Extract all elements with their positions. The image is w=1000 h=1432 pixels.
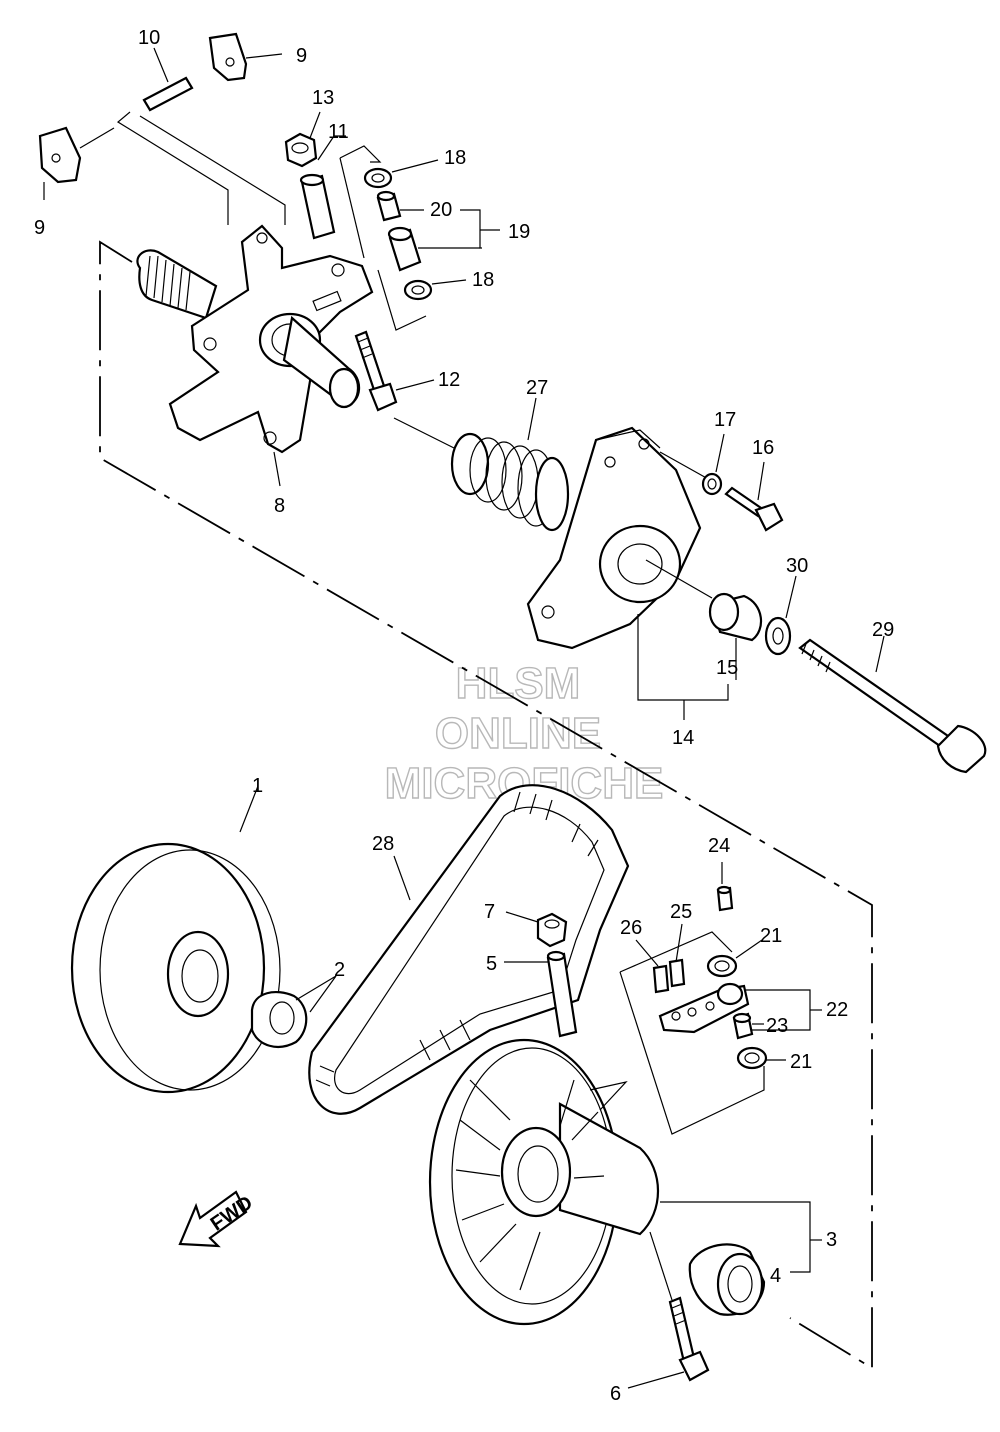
part-14-cover — [526, 426, 729, 720]
part-10-pin — [142, 47, 194, 112]
callout-20: 20 — [430, 199, 452, 221]
callout-25: 25 — [670, 901, 692, 923]
callout-4: 4 — [770, 1265, 781, 1287]
callout-6: 6 — [610, 1383, 621, 1405]
part-7-nut — [505, 911, 568, 948]
assembly-boundary — [99, 111, 873, 1370]
part-13-nut — [284, 111, 321, 168]
callout-12: 12 — [438, 369, 460, 391]
callout-11: 11 — [328, 121, 349, 143]
watermark-line-2: ONLINE — [435, 709, 601, 758]
part-27-spring — [450, 397, 570, 532]
part-22-plate — [658, 982, 822, 1034]
callout-29: 29 — [872, 619, 894, 641]
part-16-bolt — [724, 461, 784, 532]
fwd-direction-arrow: FWD — [178, 1190, 257, 1248]
part-9-upper-weight — [208, 32, 283, 82]
part-18-washer-lower — [403, 279, 467, 301]
callout-18-upper: 18 — [444, 147, 466, 169]
callout-8: 8 — [274, 495, 285, 517]
part-1-fixed-sheave — [70, 785, 281, 1094]
callout-5: 5 — [486, 953, 497, 975]
callout-26: 26 — [620, 917, 642, 939]
part-24-screw — [716, 862, 734, 912]
part-9-lower-weight — [38, 126, 115, 200]
callout-27: 27 — [526, 377, 548, 399]
callout-23: 23 — [766, 1015, 788, 1037]
callout-7: 7 — [484, 901, 495, 923]
part-21-washer-upper — [706, 939, 763, 978]
part-6-bolt — [627, 1231, 710, 1389]
callout-22: 22 — [826, 999, 848, 1021]
part-15-bushing — [708, 592, 763, 680]
callout-17: 17 — [714, 409, 736, 431]
callout-16: 16 — [752, 437, 774, 459]
callout-18-lower: 18 — [472, 269, 494, 291]
callout-numbers: 10 9 9 13 11 18 20 19 18 12 27 8 17 16 3… — [34, 27, 894, 1405]
callout-10: 10 — [138, 27, 160, 49]
callout-15: 15 — [716, 657, 738, 679]
bracket-18-20 — [339, 145, 427, 331]
part-21-washer-lower — [736, 1046, 786, 1070]
callout-14: 14 — [672, 727, 694, 749]
part-23-bushing — [732, 1012, 764, 1040]
callout-9-lower: 9 — [34, 217, 45, 239]
part-29-bolt — [798, 635, 987, 774]
part-19-roller — [387, 209, 500, 272]
part-8-spider-hub — [136, 224, 374, 487]
part-2-bushing — [250, 975, 337, 1048]
part-28-belt — [308, 784, 630, 1115]
part-17-washer — [701, 433, 725, 496]
callout-9-upper: 9 — [296, 45, 307, 67]
callout-2: 2 — [334, 959, 345, 981]
callout-19: 19 — [508, 221, 530, 243]
part-5-sleeve — [504, 950, 578, 1038]
part-12-bolt — [354, 330, 463, 453]
callout-3: 3 — [826, 1229, 837, 1251]
callout-24: 24 — [708, 835, 730, 857]
callout-21-lower: 21 — [790, 1051, 812, 1073]
callout-1: 1 — [252, 775, 263, 797]
callout-30: 30 — [786, 555, 808, 577]
watermark: HLSM ONLINE MICROFICHE — [384, 658, 664, 808]
callout-21-upper: 21 — [760, 925, 782, 947]
part-20-bushing — [376, 190, 424, 222]
group-21-26-bracket — [619, 931, 765, 1135]
part-11-sleeve — [299, 135, 346, 240]
callout-28: 28 — [372, 833, 394, 855]
part-4-bushing — [688, 1243, 766, 1316]
part-25-26-pins — [635, 923, 686, 994]
part-30-washer — [764, 575, 797, 656]
part-18-washer-upper — [363, 159, 439, 189]
callout-13: 13 — [312, 87, 334, 109]
part-3-moveable-sheave — [428, 1038, 822, 1326]
